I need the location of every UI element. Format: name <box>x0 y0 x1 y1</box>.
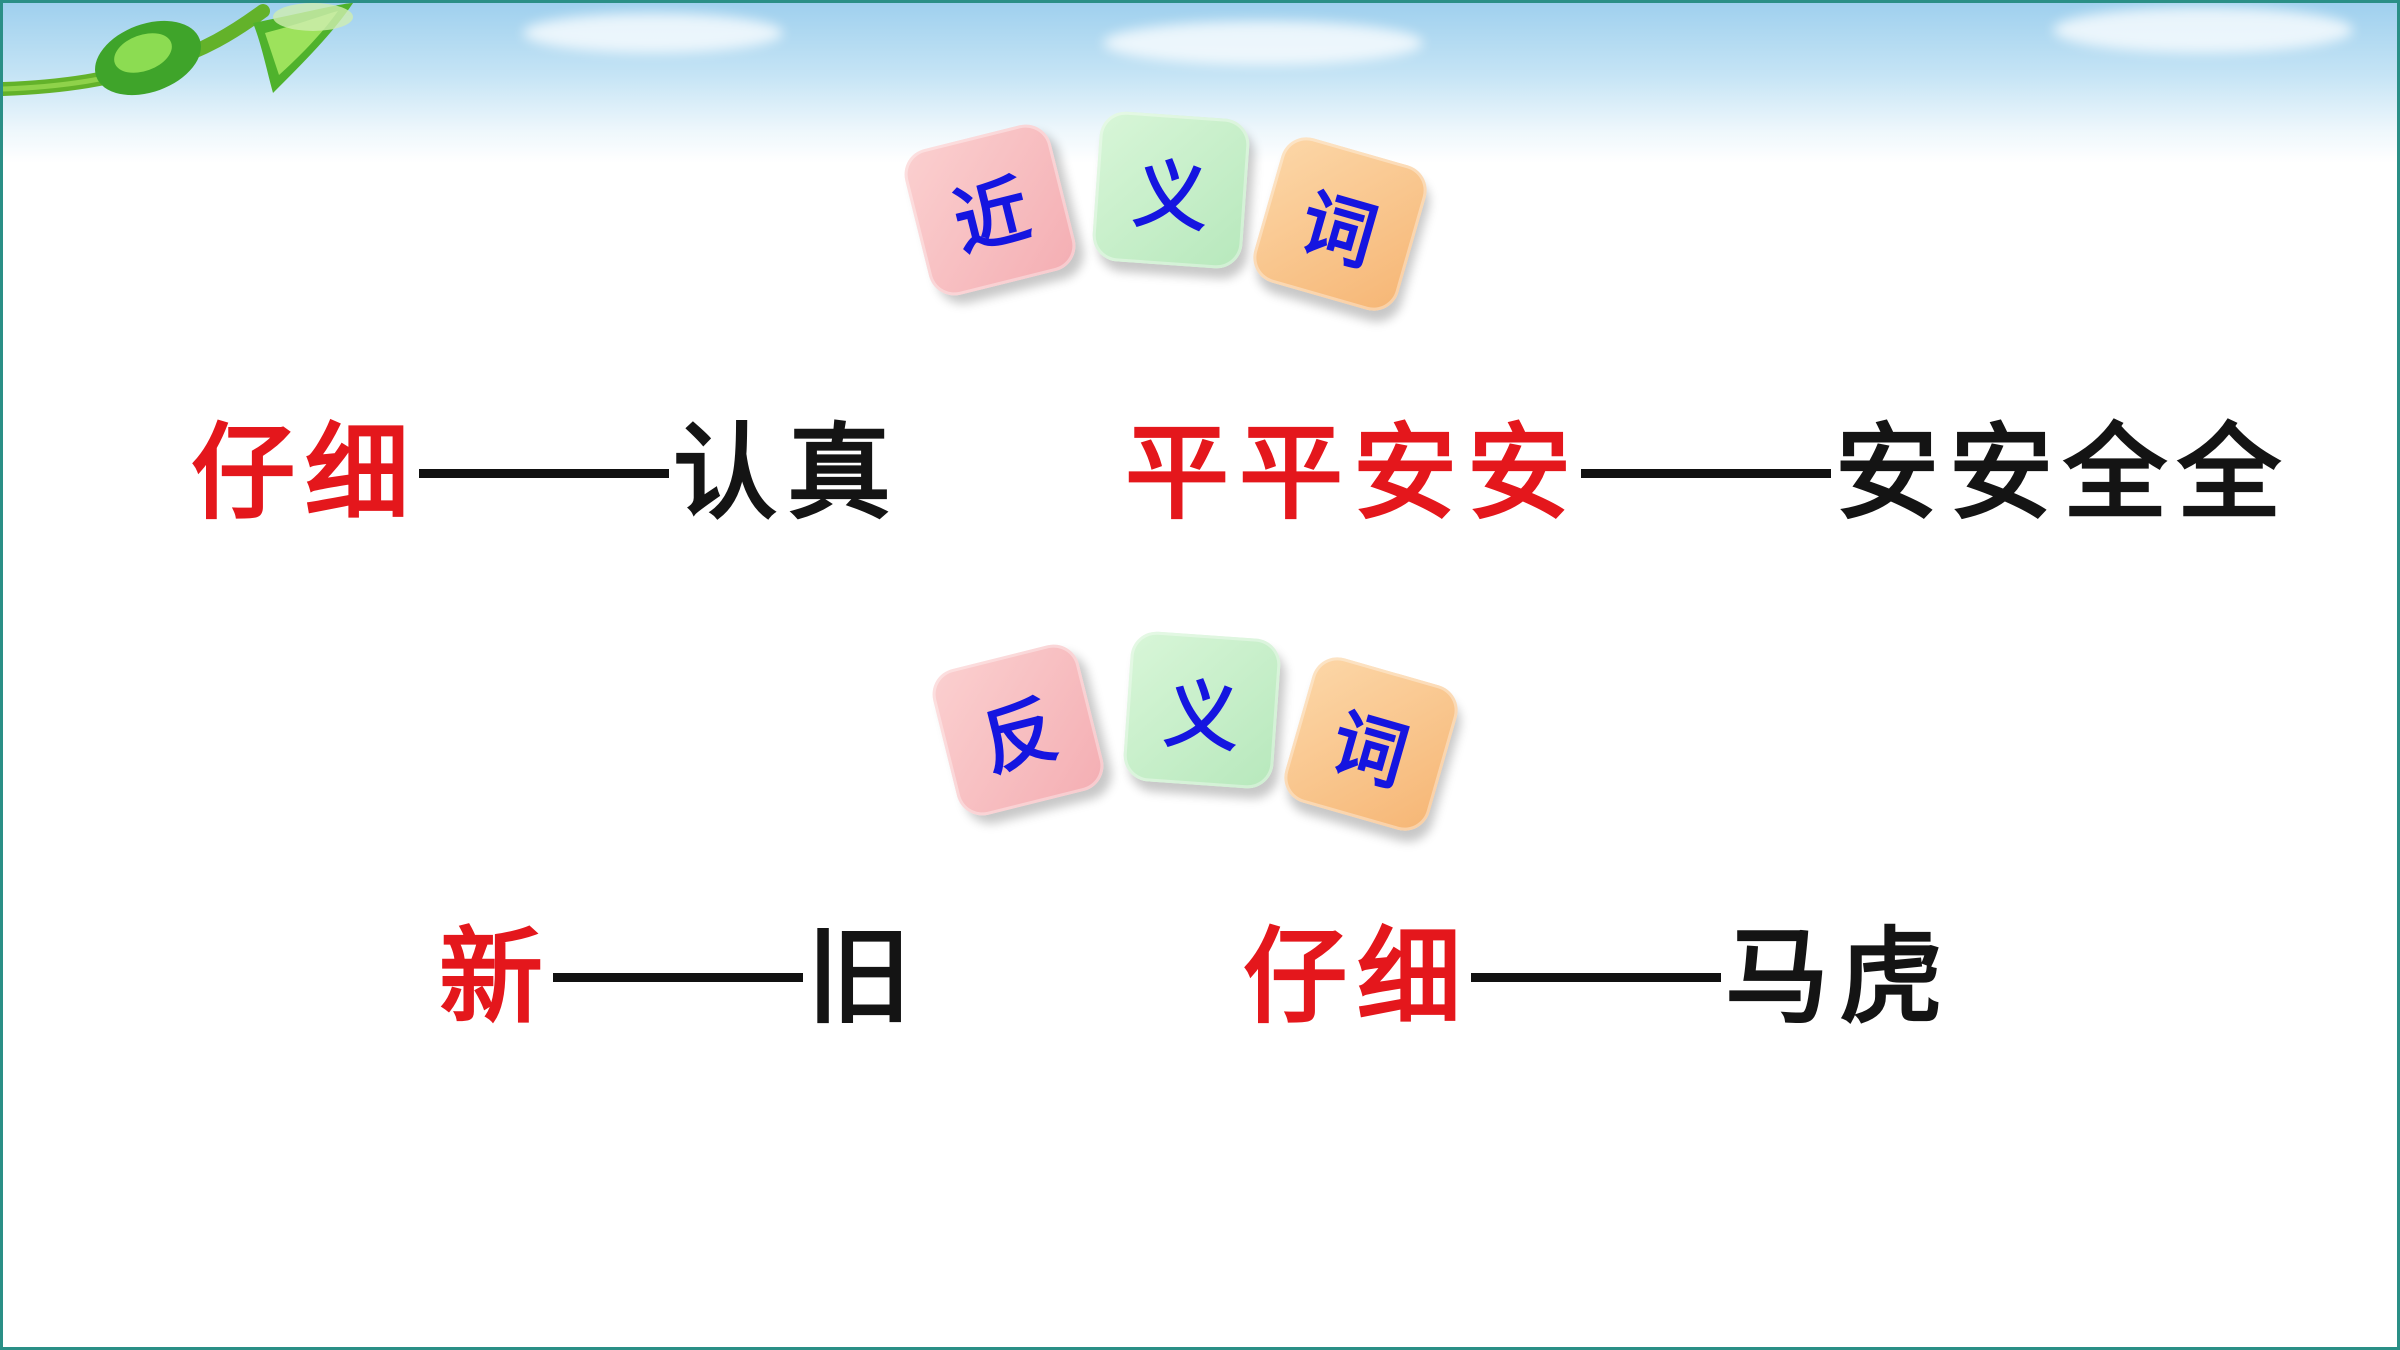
antonym-pair-1-lead: 新 <box>439 915 554 1038</box>
synonym-pair-2: 平平安安 安安全全 <box>1125 421 2291 525</box>
antonym-pair-1-follow: 旧 <box>807 915 922 1038</box>
antonym-pair-2: 仔细 马虎 <box>1243 925 1953 1029</box>
pair-dash <box>419 468 670 478</box>
antonym-title-tile-3: 词 <box>1278 651 1464 837</box>
antonym-title-tile-1: 反 <box>927 639 1109 821</box>
synonym-pair-2-lead: 平平安安 <box>1125 411 1582 534</box>
synonym-pair-1-lead: 仔细 <box>191 411 420 534</box>
pair-dash <box>1471 972 1722 982</box>
cloud-decoration <box>523 13 783 53</box>
synonym-pair-1: 仔细 认真 <box>191 421 901 525</box>
antonym-pair-1: 新 旧 <box>439 925 921 1029</box>
cloud-decoration <box>1103 21 1423 65</box>
synonym-pair-1-follow: 认真 <box>673 411 902 534</box>
pair-dash <box>553 972 804 982</box>
antonym-pair-2-follow: 马虎 <box>1725 915 1954 1038</box>
antonym-pair-2-lead: 仔细 <box>1243 915 1472 1038</box>
synonym-title-tile-2: 义 <box>1090 109 1252 271</box>
pair-dash <box>1581 468 1832 478</box>
synonym-pair-2-follow: 安安全全 <box>1835 411 2292 534</box>
cloud-decoration <box>2053 7 2353 53</box>
antonym-title-tile-2: 义 <box>1121 629 1283 791</box>
vine-leaf-icon <box>3 3 353 96</box>
